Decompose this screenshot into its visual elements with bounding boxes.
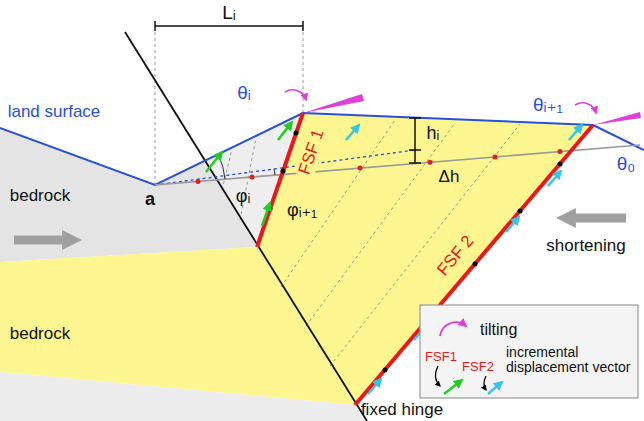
- bedrock-lower: [0, 372, 365, 421]
- angle-label: θᵢ: [235, 83, 253, 104]
- point-label: a: [143, 190, 157, 210]
- angle-arcs: [218, 154, 275, 179]
- surface-label: land surface: [6, 103, 103, 122]
- uplift-label: hᵢ: [425, 124, 442, 144]
- uplift-bracket: [409, 118, 421, 163]
- process-label: shortening: [544, 237, 627, 256]
- angle-label: θ₀: [615, 154, 637, 175]
- legend-text: incremental displacement vector: [506, 345, 634, 376]
- reference-line: [155, 145, 640, 185]
- fault-fsf1: [257, 113, 303, 247]
- uplift-label: Δh: [437, 168, 462, 187]
- shortening-arrow: [566, 214, 626, 223]
- length-label: Lᵢ: [220, 3, 238, 24]
- angle-label: φᵢ: [234, 187, 253, 207]
- tilting-symbols: [285, 90, 641, 125]
- hinge-label: fixed hinge: [359, 401, 445, 420]
- legend-fault-label: FSF2: [460, 360, 496, 374]
- displacement-vectors-fsf1: [206, 122, 292, 226]
- legend-box: [420, 305, 638, 398]
- bedrock-upper: [0, 128, 257, 262]
- rock-label: bedrock: [8, 187, 72, 206]
- legend-fault-label: FSF1: [423, 350, 459, 364]
- legend-vector-green: [444, 380, 462, 394]
- angle-label: θᵢ₊₁: [531, 95, 565, 116]
- land-surface: [0, 113, 644, 185]
- reference-dots: [196, 149, 563, 184]
- angle-label: φᵢ₊₁: [285, 201, 319, 221]
- rock-label: bedrock: [8, 325, 72, 344]
- legend-tilting-swatch: [440, 322, 466, 336]
- legend-text: tilting: [480, 321, 517, 339]
- fixed-hinge: [125, 32, 367, 421]
- legend-vector-cyan: [488, 382, 502, 394]
- shortening-arrow: [14, 236, 72, 245]
